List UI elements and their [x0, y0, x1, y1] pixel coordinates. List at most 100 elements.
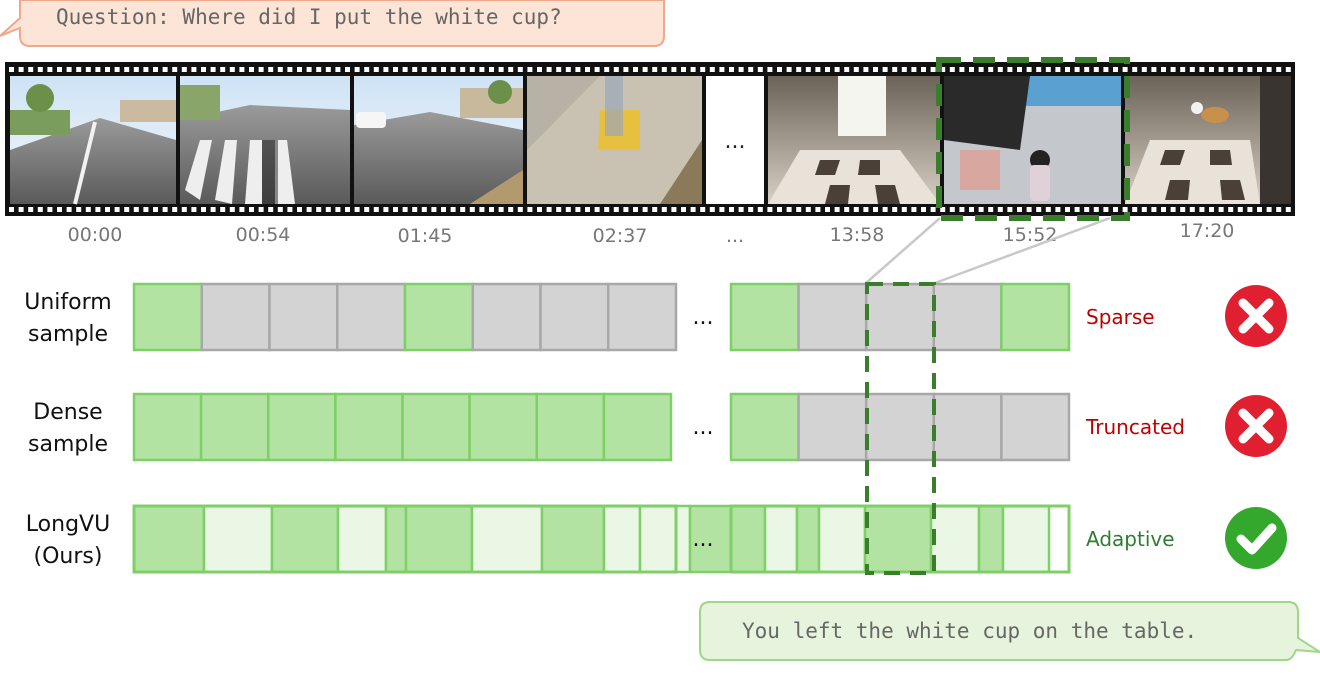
token-cell-gray [797, 392, 868, 462]
sprocket-hole [133, 67, 139, 72]
sprocket-hole [1180, 207, 1186, 212]
sprocket-hole [249, 207, 254, 212]
sprocket-hole [661, 207, 667, 212]
token-cell-green [132, 392, 203, 462]
sprocket-hole [373, 207, 379, 212]
token-cell-green [729, 282, 800, 352]
sprocket-hole [181, 207, 187, 212]
zoom-line-right [934, 216, 1111, 285]
row-ellipsis: ... [693, 305, 714, 330]
sprocket-hole [393, 67, 398, 72]
sprocket-hole [441, 207, 446, 212]
sprocket-hole [172, 67, 178, 72]
zoom-line-left [865, 217, 941, 284]
sprocket-hole [565, 207, 571, 212]
sprocket-hole [412, 207, 418, 212]
sprocket-hole [1199, 67, 1205, 72]
sprocket-hole [28, 207, 34, 212]
row-label: sample [28, 322, 108, 347]
sprocket-hole [1266, 67, 1272, 72]
answer-bubble: You left the white cup on the table. [699, 601, 1320, 661]
sprocket-hole [210, 207, 216, 212]
sprocket-hole [556, 207, 562, 212]
sprocket-hole [1084, 67, 1090, 72]
row-status: Sparse [1086, 305, 1155, 329]
sprocket-hole [95, 67, 101, 72]
sprocket-hole [133, 207, 139, 212]
sprocket-hole [757, 67, 763, 72]
cross-icon [1225, 285, 1287, 347]
sprocket-hole [450, 207, 456, 212]
sprocket-hole [1189, 67, 1195, 72]
sprocket-hole [95, 207, 101, 212]
sprocket-hole [37, 207, 43, 212]
sprocket-hole [181, 67, 187, 72]
token-cell-gray [864, 282, 936, 352]
token-cell-light [929, 504, 981, 574]
sprocket-hole [921, 207, 926, 212]
sprocket-hole [863, 207, 869, 212]
sprocket-hole [949, 67, 955, 72]
sprocket-hole [1276, 67, 1282, 72]
sprocket-hole [1257, 67, 1262, 72]
sprocket-hole [258, 67, 264, 72]
row-label: Uniform [24, 290, 111, 315]
sprocket-hole [748, 207, 754, 212]
sprocket-hole [853, 67, 859, 72]
sprocket-hole [354, 67, 360, 72]
sprocket-hole [901, 67, 907, 72]
sprocket-hole [844, 67, 850, 72]
answer-text: You left the white cup on the table. [742, 619, 1197, 643]
sprocket-hole [47, 207, 53, 212]
sprocket-hole [1122, 67, 1128, 72]
token-cell-gray [932, 282, 1003, 352]
sprocket-hole [441, 67, 446, 72]
sprocket-hole [988, 67, 994, 72]
sprocket-hole [930, 207, 936, 212]
sprocket-hole [1247, 207, 1253, 212]
sprocket-hole [1141, 67, 1147, 72]
sprocket-hole [66, 67, 72, 72]
sprocket-hole [1285, 67, 1291, 72]
sprocket-hole [1122, 207, 1128, 212]
sprocket-hole [1017, 67, 1022, 72]
frame-13-58 [768, 76, 940, 204]
sprocket-hole [517, 67, 523, 72]
row-label: (Ours) [34, 544, 103, 569]
sprocket-hole [1045, 207, 1051, 212]
sprocket-hole [239, 67, 245, 72]
sprocket-hole [1103, 207, 1109, 212]
token-cell-gray [607, 282, 678, 352]
sprocket-hole [229, 207, 235, 212]
sprocket-hole [988, 207, 994, 212]
sprocket-hole [882, 67, 888, 72]
row-label: sample [28, 432, 108, 457]
sprocket-hole [143, 67, 149, 72]
sprocket-hole [537, 67, 542, 72]
timestamp-label: ... [726, 225, 744, 247]
token-cell-green [977, 504, 1005, 574]
token-cell-light [470, 504, 544, 574]
token-cell-light [763, 504, 799, 574]
token-cell-green [132, 504, 206, 574]
question-text: Question: Where did I put the white cup? [56, 5, 562, 29]
sprocket-hole [767, 67, 773, 72]
sprocket-hole [114, 207, 120, 212]
sampling-rows: Uniformsample...SparseDensesample...Trun… [24, 282, 1287, 574]
sprocket-hole [1237, 67, 1243, 72]
sprocket-hole [105, 67, 110, 72]
sprocket-hole [9, 67, 14, 72]
sprocket-hole [1103, 67, 1109, 72]
sprocket-hole [239, 207, 245, 212]
sprocket-hole [997, 207, 1003, 212]
token-cell-light [1001, 504, 1051, 574]
sprocket-hole [815, 207, 821, 212]
token-cell-green [540, 504, 606, 574]
sprocket-hole [1132, 207, 1138, 212]
sprocket-hole [1065, 207, 1070, 212]
sprocket-hole [124, 67, 130, 72]
sprocket-hole [508, 67, 514, 72]
sprocket-hole [940, 67, 946, 72]
sprocket-hole [229, 67, 235, 72]
